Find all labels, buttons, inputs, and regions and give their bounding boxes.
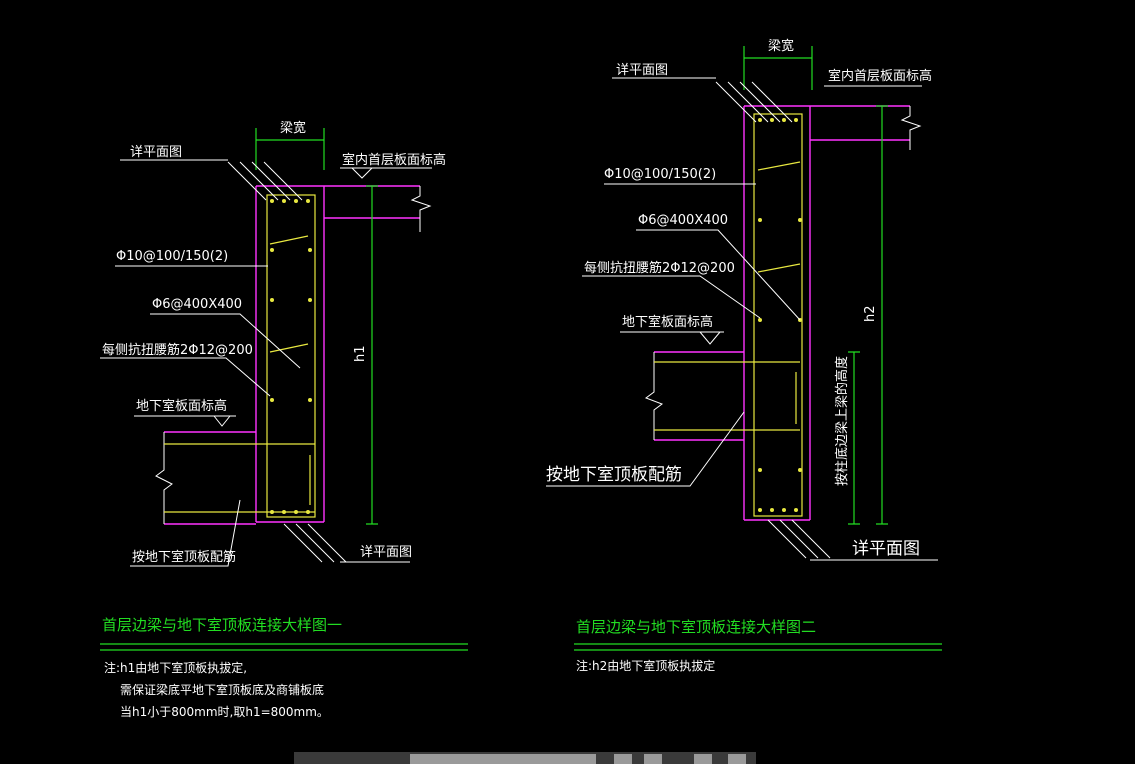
slab2-rebar [654,361,800,431]
leader1-slab [130,499,241,567]
beam1-stirrup [266,194,316,518]
label2-tie: Φ6@400X400 [638,213,728,228]
label1-detail-top: 详平面图 [130,145,182,160]
label2-beam-width: 梁宽 [768,38,794,54]
rebar-dots-1 [270,199,312,514]
title1-underline [100,643,468,651]
label1-detail-bottom: 详平面图 [360,545,412,560]
label2-indoor-level: 室内首层板面标高 [828,68,932,84]
break-symbol-1a [410,186,432,232]
command-line[interactable] [410,754,596,764]
leader2-basement [620,331,724,345]
dim1-h1 [366,185,378,525]
tie2-b [757,263,801,273]
label1-h1: h1 [353,345,368,362]
leader1-basement [134,415,236,427]
label1-tie: Φ6@400X400 [152,297,242,312]
break-symbol-1b [155,432,173,524]
label1-stirrup: Φ10@100/150(2) [116,249,228,264]
hatch2-bottom [767,519,831,559]
detail-diagram-2: 梁宽 详平面图 室内首层板面标高 Φ10@100/150(2) Φ6@400X4… [546,38,942,673]
note1-line1: 注:h1由地下室顶板执拔定, [104,660,247,675]
dim2-height [848,351,860,525]
dim2-beam-width [743,46,813,90]
tie1-a [269,235,309,245]
leader1-tie [150,313,301,369]
status-toggle-c[interactable] [694,754,712,764]
beam1-outline [164,185,420,525]
tie2-a [757,161,801,171]
hatch1-bottom [283,523,347,563]
label1-slab-reinf: 按地下室顶板配筋 [132,549,236,565]
label2-h2: h2 [863,305,878,322]
rebar-dots-2 [758,118,802,512]
note2-line1: 注:h2由地下室顶板执拔定 [576,658,715,673]
leader2-tie [636,229,801,321]
detail-diagram-1: 梁宽 详平面图 室内首层板面标高 Φ10@100/150(2) Φ6@400X4… [100,120,468,719]
leader1-side [100,357,271,397]
break-symbol-2a [900,106,922,150]
title2-underline [574,643,942,651]
beam2-outline [654,105,910,521]
hatch1-top [227,161,303,201]
leader1-indoor [340,167,432,179]
status-toggle-a[interactable] [614,754,632,764]
diagram1-title: 首层边梁与地下室顶板连接大样图一 [102,616,342,634]
status-bar[interactable] [294,752,756,764]
tie1-b [269,343,309,353]
beam2-stirrup [753,113,803,517]
label2-detail-top: 详平面图 [616,63,668,78]
label2-detail-bottom: 详平面图 [852,539,920,559]
note1-line2: 需保证梁底平地下室顶板底及商铺板底 [120,682,324,697]
hatch2-top [715,81,793,123]
label2-slab-reinf: 按地下室顶板配筋 [546,465,682,485]
label2-stirrup: Φ10@100/150(2) [604,167,716,182]
label1-basement-level: 地下室板面标高 [136,398,227,414]
label1-beam-width: 梁宽 [280,120,306,136]
label2-vertical-note: 按柱底边梁上梁的高度 [834,356,850,486]
slab1-rebar [164,443,315,513]
note1-line3: 当h1小于800mm时,取h1=800mm。 [120,705,329,719]
status-toggle-d[interactable] [728,754,746,764]
label1-side-bars: 每侧抗扭腰筋2Φ12@200 [102,342,253,358]
break-symbol-2b [644,352,664,440]
dim1-beam-width [255,128,325,170]
leader2-side [582,275,761,319]
status-toggle-b[interactable] [644,754,662,764]
leader2-slab [546,411,745,487]
label1-indoor-level: 室内首层板面标高 [342,152,446,168]
diagram2-title: 首层边梁与地下室顶板连接大样图二 [576,618,816,636]
dim2-h2 [876,105,888,525]
label2-basement-level: 地下室板面标高 [622,314,713,330]
label2-side-bars: 每侧抗扭腰筋2Φ12@200 [584,260,735,276]
